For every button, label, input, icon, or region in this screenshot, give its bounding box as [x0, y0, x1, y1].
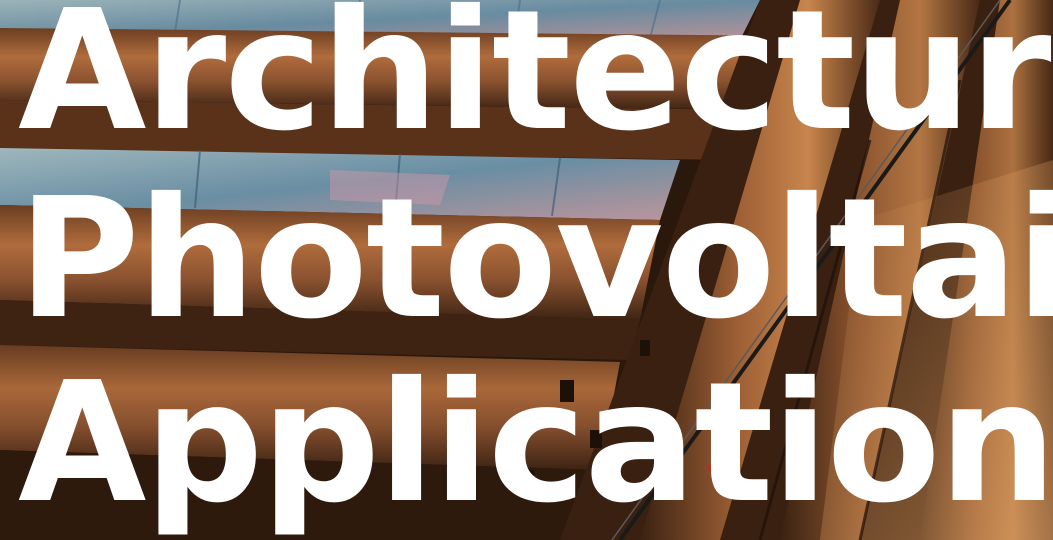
title-line-1: Architectural	[18, 0, 1053, 168]
title-line-2: Photovoltaic	[18, 163, 1053, 356]
title-line-3: Application	[18, 347, 1053, 540]
